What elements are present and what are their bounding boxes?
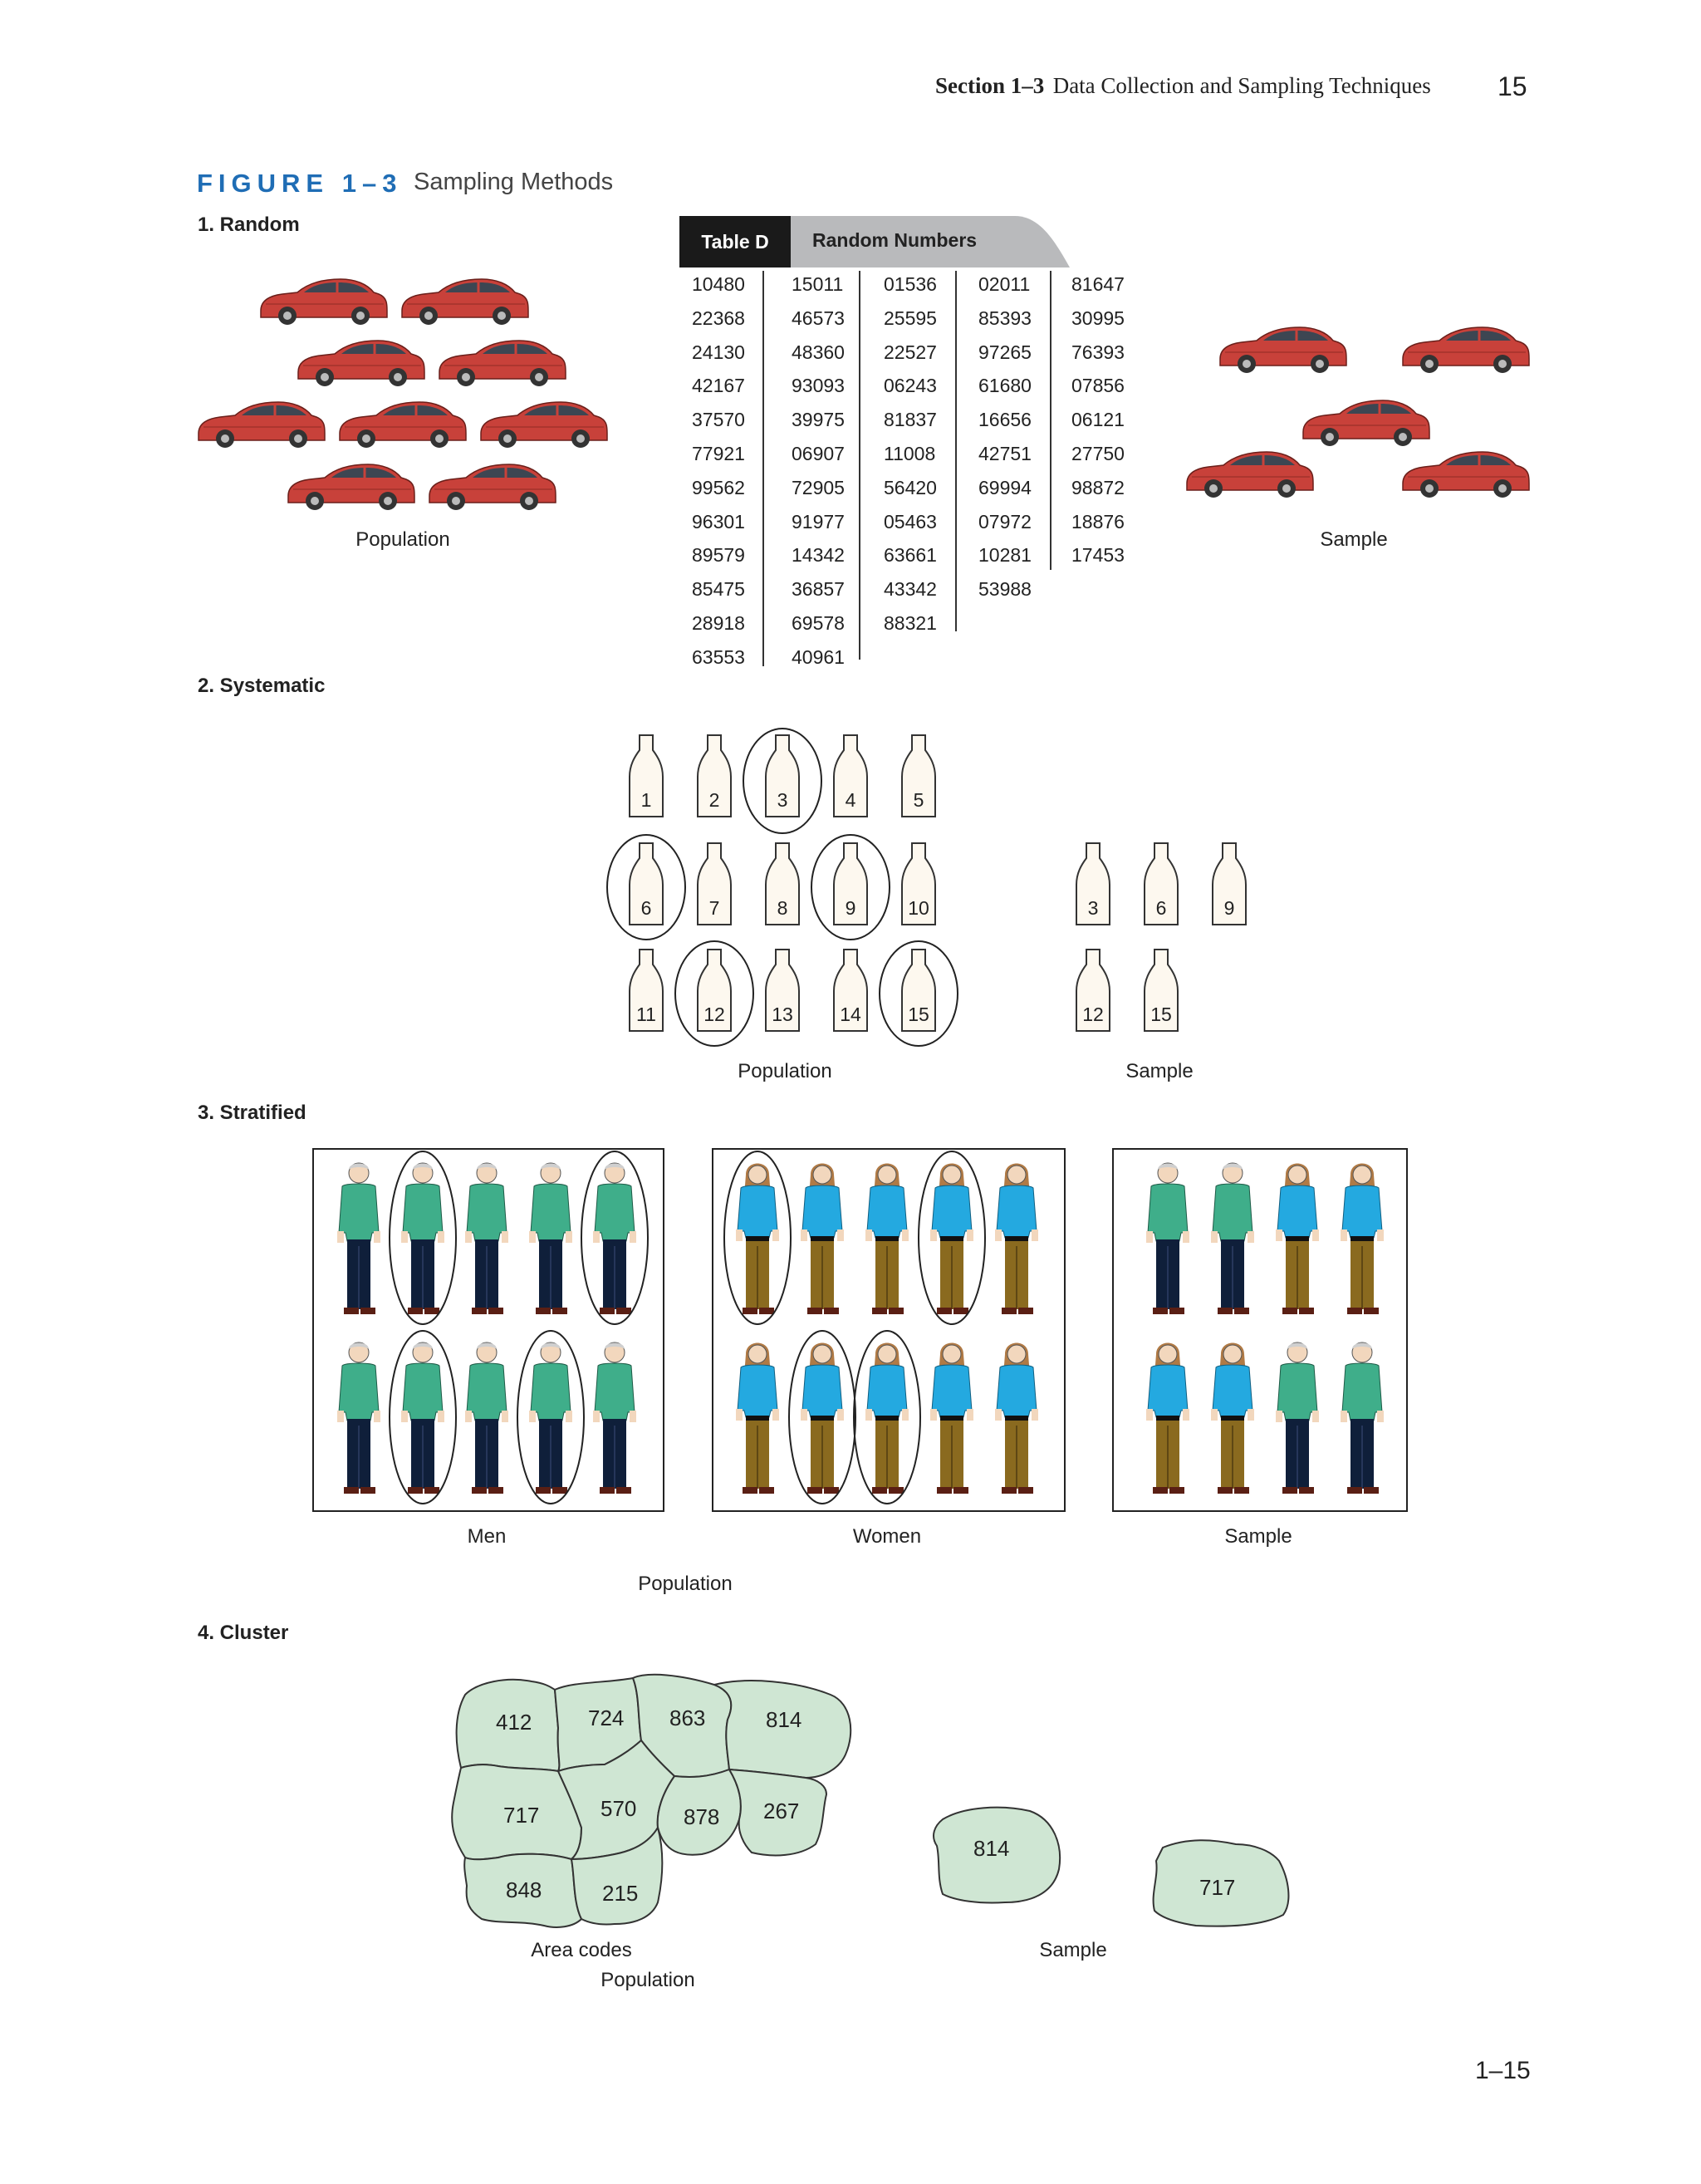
systematic-sample-caption: Sample: [1125, 1060, 1194, 1082]
column-divider: [859, 271, 860, 660]
sample-bottle-number: 3: [1087, 897, 1099, 919]
table-tab-shape: [791, 216, 1070, 267]
sample-bottle-number: 9: [1223, 897, 1235, 919]
column-divider: [762, 271, 764, 666]
bottle-number: 9: [845, 897, 856, 919]
table-tab-title: Random Numbers: [812, 229, 978, 251]
bottle-number: 8: [777, 897, 788, 919]
area-code-label: 267: [763, 1799, 800, 1823]
sample-bottle-number: 12: [1082, 1004, 1104, 1025]
bottle-number: 5: [913, 789, 924, 811]
sample-bottle-number: 15: [1150, 1004, 1172, 1025]
area-code-label: 863: [669, 1705, 706, 1730]
bottle-number: 2: [708, 789, 720, 811]
section-label: Section 1–3: [935, 73, 1045, 98]
area-code-label: 215: [602, 1881, 639, 1906]
sample-area-code-label: 717: [1199, 1875, 1236, 1900]
bottle-number: 14: [840, 1004, 861, 1025]
random-heading: 1. Random: [198, 213, 300, 236]
bottle-number: 12: [703, 1004, 725, 1025]
bottle-number: 11: [636, 1004, 656, 1025]
bottle-number: 4: [845, 789, 856, 811]
area-code-label: 724: [588, 1705, 625, 1730]
cluster-sample-caption: Sample: [1039, 1939, 1107, 1961]
sample-area-code-label: 814: [973, 1836, 1010, 1861]
stratified-heading: 3. Stratified: [198, 1102, 306, 1124]
bottle-number: 3: [777, 789, 788, 811]
page-number: 15: [1498, 71, 1527, 101]
figure-label: FIGURE 1–3: [197, 169, 403, 198]
running-header: Section 1–3 Data Collection and Sampling…: [935, 73, 1431, 99]
sample-bottle-number: 6: [1155, 897, 1167, 919]
area-code-label: 814: [766, 1707, 802, 1732]
systematic-heading: 2. Systematic: [198, 675, 326, 697]
bottle-number: 6: [640, 897, 652, 919]
area-code-label: 412: [496, 1710, 532, 1735]
area-code-label: 878: [684, 1804, 720, 1829]
systematic-population-caption: Population: [738, 1060, 832, 1082]
random-population-caption: Population: [355, 528, 450, 551]
bottle-number: 10: [908, 897, 929, 919]
table-tab-label: Table D: [679, 216, 791, 267]
bottle-number: 13: [772, 1004, 793, 1025]
bottle-number: 15: [908, 1004, 929, 1025]
stratified-population-caption: Population: [638, 1573, 733, 1595]
women-caption: Women: [852, 1525, 922, 1548]
area-code-label: 848: [506, 1877, 542, 1902]
cluster-population-caption: Population: [600, 1969, 695, 1991]
area-codes-caption: Area codes: [531, 1939, 632, 1961]
area-code-label: 570: [600, 1796, 637, 1821]
men-caption: Men: [467, 1525, 507, 1548]
column-divider: [1050, 271, 1051, 570]
stratified-sample-caption: Sample: [1224, 1525, 1292, 1548]
random-sample-caption: Sample: [1320, 528, 1388, 551]
column-divider: [955, 271, 957, 631]
bottle-number: 1: [640, 789, 652, 811]
section-title: Data Collection and Sampling Techniques: [1052, 73, 1431, 98]
bottle-number: 7: [708, 897, 720, 919]
figure-title: Sampling Methods: [414, 169, 614, 195]
page-code: 1–15: [1475, 2057, 1531, 2084]
cluster-heading: 4. Cluster: [198, 1622, 289, 1644]
area-code-label: 717: [503, 1803, 540, 1828]
